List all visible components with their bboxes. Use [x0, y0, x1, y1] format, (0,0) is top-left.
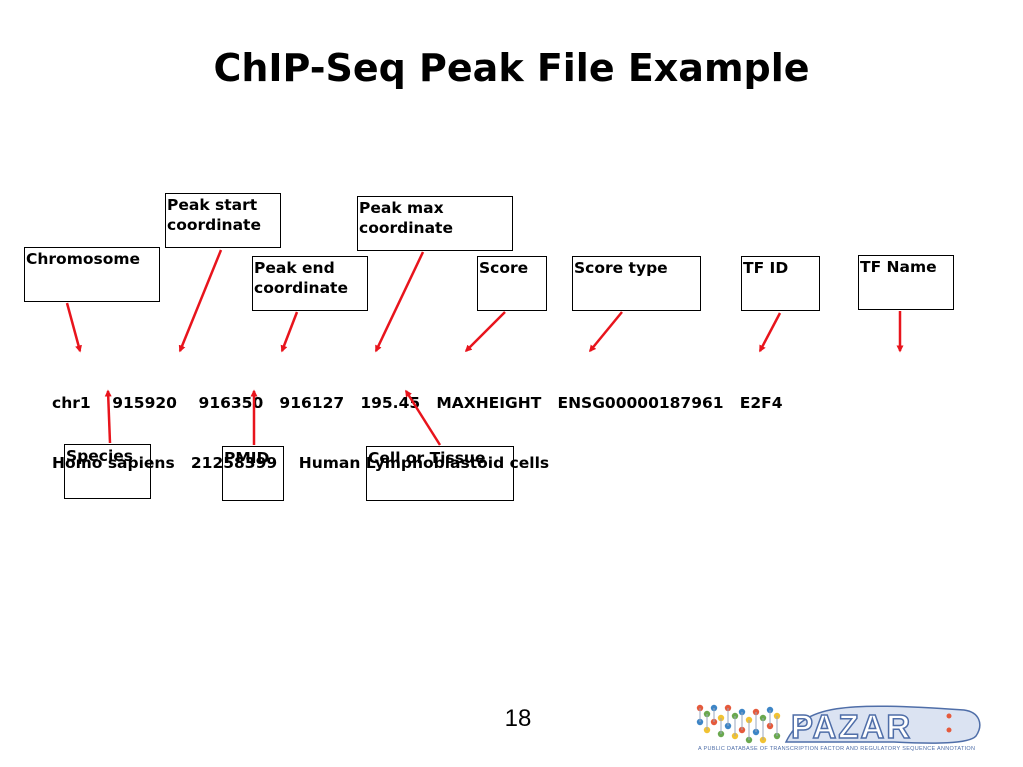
cell-tissue-label-box: Cell or Tissue	[366, 446, 514, 501]
peak-start-arrow	[178, 249, 223, 353]
peak-end-arrow	[280, 311, 299, 353]
peak-record-line-2: Homo sapiens 21258399 Human Lymphoblasto…	[52, 454, 550, 472]
chromosome-arrow	[65, 302, 82, 353]
pazar-logo	[696, 704, 981, 744]
cell-tissue-label-line: Cell or Tissue	[368, 449, 486, 467]
peak-record: chr1 915920 916350 916127 195.45 MAXHEIG…	[52, 353, 783, 493]
peak-start-label-line: Peak start	[167, 196, 258, 214]
peak-end-label-line: coordinate	[254, 279, 348, 297]
cell-tissue-arrow	[404, 389, 442, 446]
score-arrow	[464, 311, 506, 353]
logo-dots	[946, 713, 952, 733]
dna-beads-graphic	[696, 704, 781, 744]
pmid-label-box: PMID	[222, 446, 284, 501]
peak-start-label-box: Peak start coordinate	[165, 193, 281, 248]
peak-end-label-line: Peak end	[254, 259, 335, 277]
tf-id-label-box: TF ID	[741, 256, 820, 311]
pazar-logo-tagline: A PUBLIC DATABASE OF TRANSCRIPTION FACTO…	[698, 746, 976, 752]
score-label-line: Score	[479, 259, 529, 277]
species-label-line: Species	[66, 447, 134, 465]
pazar-logo-wordmark: PAZAR	[790, 707, 913, 746]
slide-title: ChIP-Seq Peak File Example	[213, 46, 810, 90]
tf-id-label-line: TF ID	[743, 259, 789, 277]
page-number: 18	[504, 705, 532, 732]
peak-max-label-line: Peak max	[359, 199, 444, 217]
chromosome-label-line: Chromosome	[26, 250, 141, 268]
logo-swoosh	[784, 705, 981, 744]
score-type-label-line: Score type	[574, 259, 668, 277]
tf-id-arrow	[758, 312, 782, 353]
chromosome-label-box: Chromosome	[24, 247, 160, 302]
score-label-box: Score	[477, 256, 547, 311]
peak-max-label-line: coordinate	[359, 219, 453, 237]
peak-start-label-line: coordinate	[167, 216, 261, 234]
species-label-box: Species	[64, 444, 151, 499]
pmid-label-line: PMID	[224, 449, 270, 467]
species-arrow	[104, 389, 112, 444]
tf-name-label-line: TF Name	[860, 258, 937, 276]
peak-record-line-1: chr1 915920 916350 916127 195.45 MAXHEIG…	[52, 394, 783, 412]
peak-end-label-box: Peak end coordinate	[252, 256, 368, 311]
tf-name-label-box: TF Name	[858, 255, 954, 310]
score-type-label-box: Score type	[572, 256, 701, 311]
peak-max-label-box: Peak max coordinate	[357, 196, 513, 251]
peak-max-arrow	[374, 251, 425, 353]
score-type-arrow	[589, 311, 623, 353]
